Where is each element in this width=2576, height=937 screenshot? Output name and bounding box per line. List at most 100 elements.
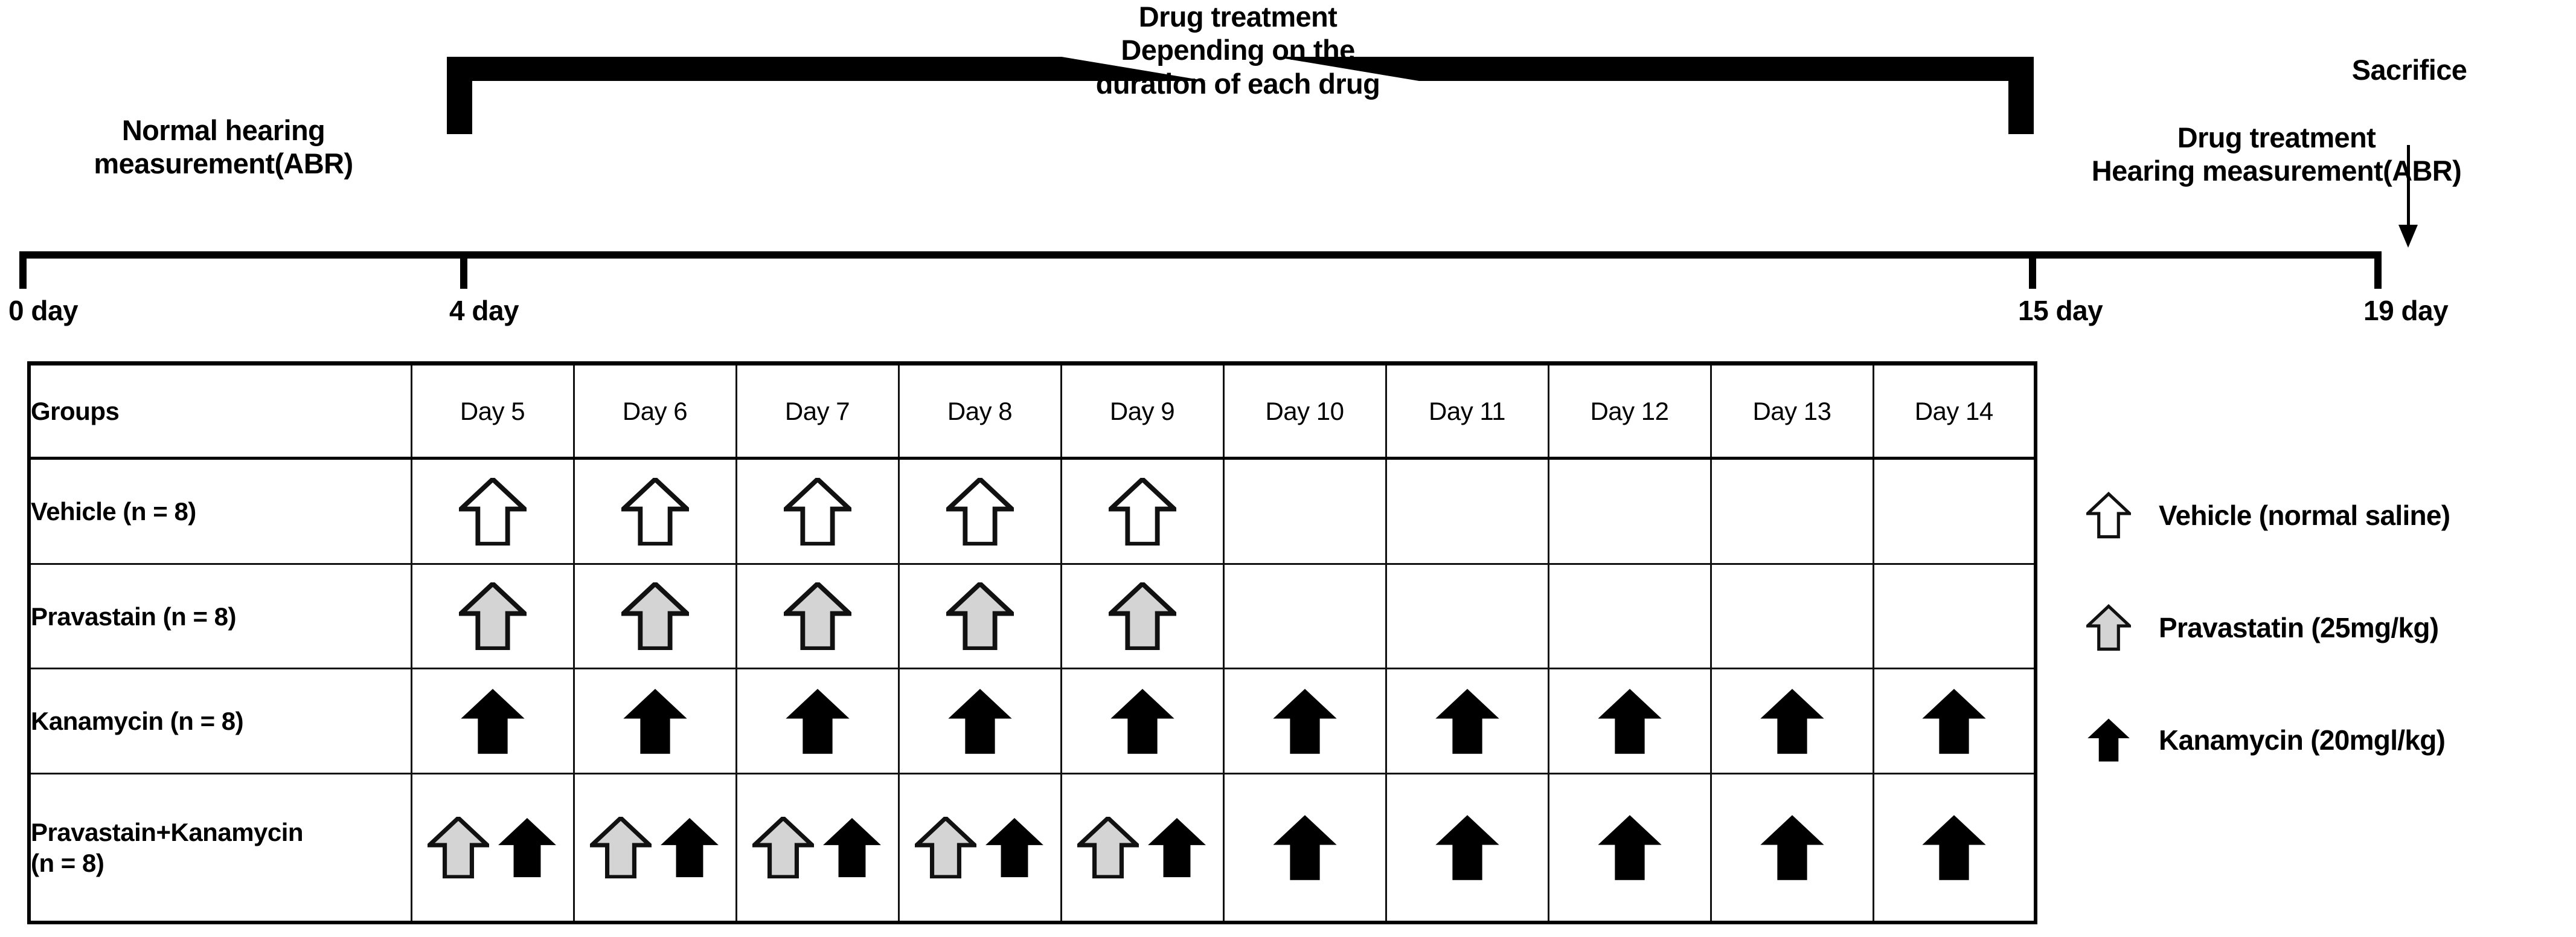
schedule-cell-day-7 <box>735 457 900 565</box>
schedule-cell-day-12 <box>1547 457 1712 565</box>
schedule-cell-day-12 <box>1547 772 1712 924</box>
schedule-cell-day-12 <box>1547 563 1712 670</box>
schedule-cell-day-8 <box>897 563 1062 670</box>
arrow-gray-icon <box>752 816 814 878</box>
drug-treatment-bracket <box>447 57 2034 134</box>
arrow-black-icon <box>984 817 1045 878</box>
arrow-black-icon <box>621 687 689 755</box>
timeline-tick-label: 0 day <box>8 295 78 326</box>
day-header-10: Day 10 <box>1222 361 1387 460</box>
arrow-black-icon <box>496 817 558 878</box>
timeline-tick-19-day <box>2374 251 2382 289</box>
schedule-cell-day-10 <box>1222 563 1387 670</box>
legend-row: Pravastatin (25mg/kg) <box>2086 572 2569 684</box>
timeline-tick-label: 19 day <box>2363 295 2449 326</box>
arrow-gray-icon <box>946 582 1014 651</box>
arrow-black-icon <box>1758 687 1826 755</box>
arrow-black-icon <box>1109 687 1176 755</box>
day-header-5: Day 5 <box>410 361 575 460</box>
schedule-cell-day-14 <box>1872 772 2037 924</box>
arrow-white-icon <box>946 477 1014 546</box>
schedule-cell-day-11 <box>1385 668 1549 774</box>
schedule-cell-day-9 <box>1060 563 1225 670</box>
day-header-12: Day 12 <box>1547 361 1712 460</box>
schedule-cell-day-8 <box>897 772 1062 924</box>
arrow-black-icon <box>1596 687 1664 755</box>
timeline-tick-4-day <box>460 251 467 289</box>
legend-label: Pravastatin (25mg/kg) <box>2159 612 2439 643</box>
arrow-white-icon <box>621 477 689 546</box>
arrow-black-icon <box>1920 687 1988 755</box>
day-header-7: Day 7 <box>735 361 900 460</box>
timeline-tick-0-day <box>19 251 27 289</box>
schedule-cell-day-7 <box>735 668 900 774</box>
timeline-tick-15-day <box>2029 251 2036 289</box>
post-treatment-annotation: Drug treatment Hearing measurement(ABR) <box>2091 121 2462 187</box>
schedule-cell-day-11 <box>1385 563 1549 670</box>
arrow-black-icon <box>1271 814 1339 881</box>
schedule-cell-day-13 <box>1709 457 1874 565</box>
arrow-black-icon <box>1758 814 1826 881</box>
schedule-cell-day-13 <box>1709 772 1874 924</box>
day-header-8: Day 8 <box>897 361 1062 460</box>
schedule-cell-day-5 <box>410 457 575 565</box>
timeline-tick-label: 15 day <box>2018 295 2103 326</box>
day-header-6: Day 6 <box>572 361 737 460</box>
day-header-13: Day 13 <box>1709 361 1874 460</box>
schedule-cell-day-9 <box>1060 457 1225 565</box>
arrow-white-icon <box>458 477 527 546</box>
table-row: Pravastain (n = 8) <box>27 563 2037 670</box>
group-label: Kanamycin (n = 8) <box>27 668 412 774</box>
schedule-cell-day-5 <box>410 563 575 670</box>
arrow-black-icon <box>1271 687 1339 755</box>
schedule-cell-day-8 <box>897 457 1062 565</box>
table-row: Kanamycin (n = 8) <box>27 668 2037 774</box>
groups-header: Groups <box>27 361 412 460</box>
schedule-cell-day-5 <box>410 772 575 924</box>
arrow-black-icon <box>821 817 883 878</box>
day-header-14: Day 14 <box>1872 361 2037 460</box>
schedule-cell-day-5 <box>410 668 575 774</box>
day-header-11: Day 11 <box>1385 361 1549 460</box>
schedule-cell-day-12 <box>1547 668 1712 774</box>
schedule-cell-day-10 <box>1222 772 1387 924</box>
timeline-tick-label: 4 day <box>449 295 519 326</box>
legend-arrow-black-icon <box>2086 707 2131 773</box>
normal-hearing-annotation: Normal hearing measurement(ABR) <box>94 114 353 180</box>
schedule-cell-day-13 <box>1709 668 1874 774</box>
arrow-black-icon <box>1596 814 1664 881</box>
schedule-cell-day-10 <box>1222 457 1387 565</box>
group-label: Pravastain+Kanamycin (n = 8) <box>27 772 412 924</box>
arrow-white-icon <box>1108 477 1176 546</box>
legend-label: Vehicle (normal saline) <box>2159 500 2450 531</box>
arrow-black-icon <box>1146 817 1208 878</box>
arrow-gray-icon <box>458 582 527 651</box>
arrow-black-icon <box>459 687 527 755</box>
schedule-cell-day-9 <box>1060 772 1225 924</box>
legend-arrow-white-icon <box>2086 482 2131 549</box>
schedule-cell-day-6 <box>572 772 737 924</box>
arrow-gray-icon <box>1108 582 1176 651</box>
arrow-gray-icon <box>621 582 689 651</box>
arrow-black-icon <box>1434 687 1501 755</box>
arrow-gray-icon <box>427 816 489 878</box>
timeline-axis <box>19 251 2382 259</box>
table-row: Vehicle (n = 8) <box>27 457 2037 565</box>
schedule-cell-day-11 <box>1385 772 1549 924</box>
arrow-black-icon <box>946 687 1014 755</box>
legend-row: Kanamycin (20mgl/kg) <box>2086 684 2569 796</box>
drug-treatment-annotation: Drug treatment Depending on the duration… <box>1095 1 1380 100</box>
schedule-cell-day-7 <box>735 772 900 924</box>
arrow-black-icon <box>1434 814 1501 881</box>
schedule-cell-day-14 <box>1872 457 2037 565</box>
schedule-cell-day-6 <box>572 563 737 670</box>
legend-row: Vehicle (normal saline) <box>2086 459 2569 572</box>
arrow-black-icon <box>1920 814 1988 881</box>
schedule-cell-day-14 <box>1872 563 2037 670</box>
group-label: Pravastain (n = 8) <box>27 563 412 670</box>
schedule-cell-day-6 <box>572 457 737 565</box>
schedule-cell-day-11 <box>1385 457 1549 565</box>
sacrifice-arrow-icon <box>2395 145 2421 248</box>
